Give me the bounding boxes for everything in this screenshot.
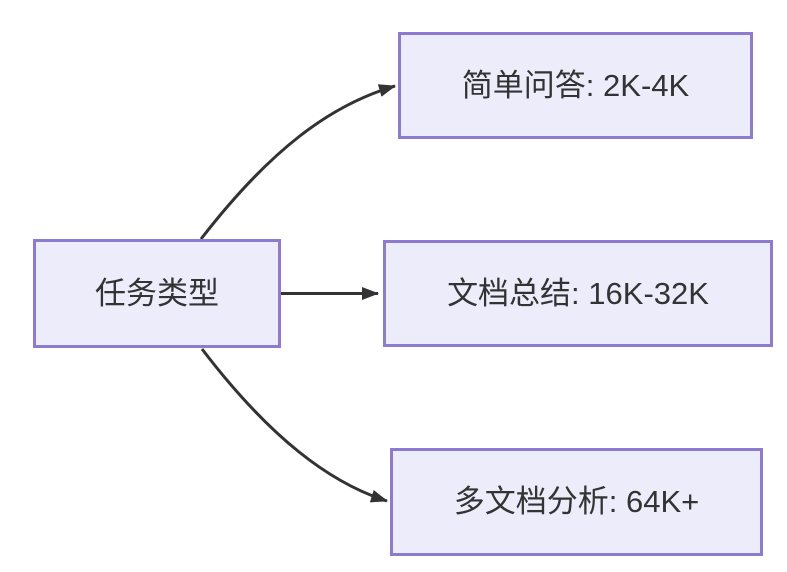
node-task-type-label: 任务类型 (95, 275, 219, 311)
node-simple-qa-label: 简单问答: 2K-4K (461, 67, 690, 103)
node-doc-summary-label: 文档总结: 16K-32K (447, 275, 709, 311)
node-task-type: 任务类型 (33, 239, 281, 348)
node-multi-doc: 多文档分析: 64K+ (390, 448, 763, 556)
node-multi-doc-label: 多文档分析: 64K+ (453, 484, 700, 520)
node-simple-qa: 简单问答: 2K-4K (398, 32, 753, 139)
edge-root-to-multi-doc (200, 348, 388, 503)
edge-root-to-simple-qa (199, 84, 396, 240)
node-doc-summary: 文档总结: 16K-32K (383, 240, 773, 347)
